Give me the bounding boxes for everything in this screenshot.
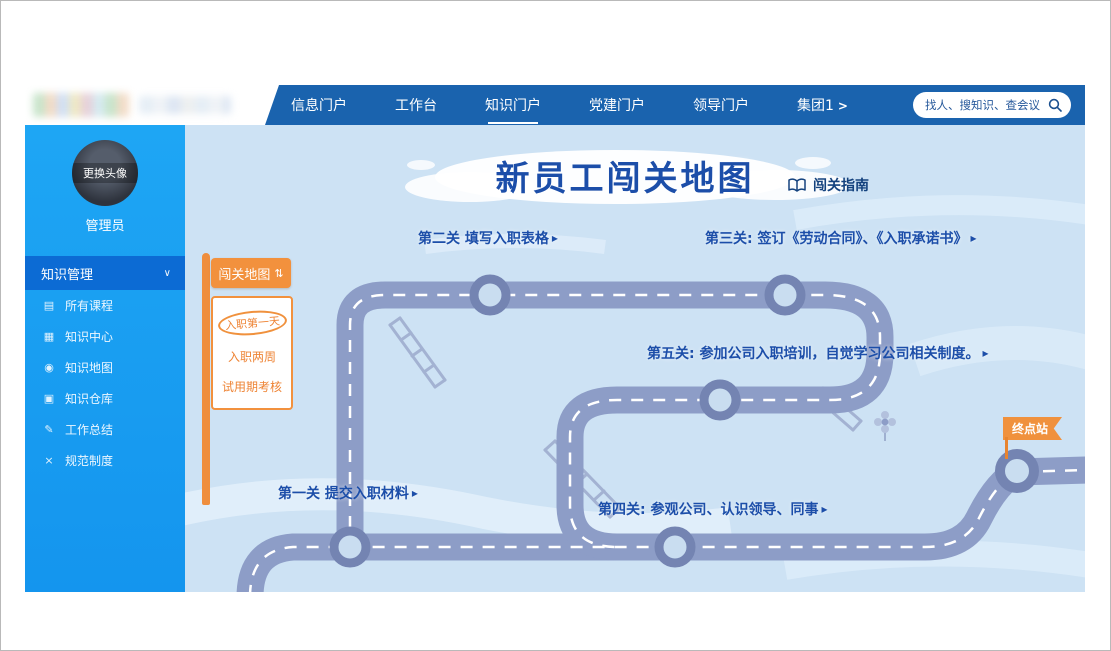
- sidebar-item-work-summary[interactable]: ✎ 工作总结: [25, 414, 185, 445]
- stage-5-label[interactable]: 第五关: 参加公司入职培训，自觉学习公司相关制度。 ▸: [647, 343, 989, 363]
- nav-item-group[interactable]: 集团1>: [797, 95, 848, 115]
- toggle-icon: ⇅: [274, 266, 284, 280]
- stage-2-label[interactable]: 第二关 填写入职表格 ▸: [418, 228, 558, 248]
- logo-blurred: [25, 85, 265, 125]
- sidebar-item-label: 工作总结: [65, 423, 114, 437]
- knowledge-map-icon: ◉: [44, 361, 54, 374]
- road: [236, 281, 1085, 592]
- sidebar-active-label: 知识管理: [41, 267, 94, 283]
- arrow-right-icon: ▸: [411, 486, 418, 500]
- sidebar-item-knowledge-map[interactable]: ◉ 知识地图: [25, 352, 185, 383]
- stage-3-label[interactable]: 第三关: 签订《劳动合同》、《入职承诺书》 ▸: [705, 228, 977, 248]
- stations: [329, 274, 1039, 568]
- knowledge-repository-icon: ▣: [43, 392, 55, 405]
- stage-text: 第二关 填写入职表格: [418, 231, 549, 247]
- map-illustration: [185, 150, 1085, 592]
- sidebar-item-label: 知识仓库: [65, 392, 114, 406]
- logo-blur-block: [33, 93, 129, 117]
- sidebar-item-label: 知识中心: [65, 330, 114, 344]
- station-1[interactable]: [329, 526, 371, 568]
- sidebar-item-knowledge-repository[interactable]: ▣ 知识仓库: [25, 383, 185, 414]
- search-box[interactable]: [913, 92, 1071, 118]
- sidebar-item-label: 规范制度: [65, 454, 114, 468]
- nav-item-leader-portal[interactable]: 领导门户: [693, 98, 749, 114]
- station-end[interactable]: [995, 449, 1039, 493]
- change-avatar-label[interactable]: 更换头像: [72, 163, 138, 183]
- sidebar-item-label: 知识地图: [65, 361, 114, 375]
- flower-icon: [874, 411, 896, 441]
- panel-row-probation: 试用期考核: [221, 380, 282, 394]
- arrow-right-icon: ▸: [970, 231, 977, 245]
- search-icon[interactable]: [1048, 98, 1062, 112]
- knowledge-center-icon: ▦: [43, 330, 55, 343]
- nav-item-workbench[interactable]: 工作台: [395, 98, 437, 114]
- stage-1-label[interactable]: 第一关 提交入职材料 ▸: [278, 483, 418, 503]
- sidebar-item-label: 所有课程: [65, 299, 114, 313]
- stage-text: 第三关: 签订《劳动合同》、《入职承诺书》: [705, 231, 968, 247]
- avatar[interactable]: 更换头像: [72, 140, 138, 206]
- nav-item-party-portal[interactable]: 党建门户: [589, 98, 645, 114]
- stage-text: 第一关 提交入职材料: [278, 486, 409, 502]
- nav-group-label: 集团1: [797, 98, 834, 114]
- stage-text: 第五关: 参加公司入职培训，自觉学习公司相关制度。: [647, 346, 980, 362]
- end-station-flagpole: [1005, 437, 1008, 459]
- sidebar: 更换头像 管理员 知识管理 ∨ ▤ 所有课程 ▦ 知识中心 ◉ 知识地图 ▣ 知…: [25, 125, 185, 592]
- username: 管理员: [85, 219, 125, 234]
- station-4[interactable]: [654, 526, 696, 568]
- title-cloud: [405, 150, 850, 204]
- arrow-right-icon: ▸: [821, 502, 828, 516]
- panel-row-day-one: 入职第一天: [216, 308, 288, 338]
- arrow-right-icon: ▸: [551, 231, 558, 245]
- nav-item-knowledge-portal[interactable]: 知识门户: [485, 95, 541, 124]
- work-summary-icon: ✎: [44, 423, 54, 436]
- map-toggle-label: 闯关地图: [218, 267, 271, 283]
- logo-blur-block-2: [139, 96, 231, 114]
- courses-icon: ▤: [43, 299, 55, 312]
- guide-label: 闯关指南: [813, 178, 869, 194]
- signpost-pole: [202, 253, 210, 505]
- stage-4-label[interactable]: 第四关: 参观公司、认识领导、同事 ▸: [598, 499, 828, 519]
- signpost-panel: 入职第一天 入职两周 试用期考核: [211, 296, 293, 410]
- map-toggle-button[interactable]: 闯关地图 ⇅: [211, 258, 291, 288]
- station-5[interactable]: [699, 379, 741, 421]
- page-title: 新员工闯关地图: [495, 159, 755, 199]
- arrow-right-icon: ▸: [982, 346, 989, 360]
- top-navbar: 信息门户 工作台 知识门户 党建门户 领导门户 集团1>: [265, 85, 1085, 125]
- panel-row-two-weeks: 入职两周: [227, 350, 276, 364]
- nav-item-info-portal[interactable]: 信息门户: [291, 98, 347, 114]
- railway-track-1: [388, 316, 447, 389]
- chevron-right-icon: >: [837, 99, 848, 113]
- app-window: 信息门户 工作台 知识门户 党建门户 领导门户 集团1>: [25, 85, 1085, 592]
- sidebar-item-rules[interactable]: × 规范制度: [25, 445, 185, 476]
- sidebar-item-knowledge-center[interactable]: ▦ 知识中心: [25, 321, 185, 352]
- search-input[interactable]: [925, 98, 1048, 112]
- background-waves: [185, 195, 1085, 580]
- onboarding-map: 新员工闯关地图 闯关指南 第一关 提交入职材料 ▸ 第二关 填写入职表格 ▸ 第…: [185, 125, 1085, 592]
- station-3[interactable]: [764, 274, 806, 316]
- top-bar: 信息门户 工作台 知识门户 党建门户 领导门户 集团1>: [25, 85, 1085, 125]
- sidebar-item-knowledge-management[interactable]: 知识管理 ∨: [25, 256, 185, 290]
- station-2[interactable]: [469, 274, 511, 316]
- rules-icon: ×: [44, 454, 54, 467]
- stage-text: 第四关: 参观公司、认识领导、同事: [598, 502, 819, 518]
- sidebar-item-all-courses[interactable]: ▤ 所有课程: [25, 290, 185, 321]
- book-icon: [788, 177, 806, 192]
- guide-link[interactable]: 闯关指南: [787, 175, 869, 195]
- chevron-down-icon: ∨: [163, 267, 171, 279]
- end-station-flag: 终点站: [1003, 417, 1063, 440]
